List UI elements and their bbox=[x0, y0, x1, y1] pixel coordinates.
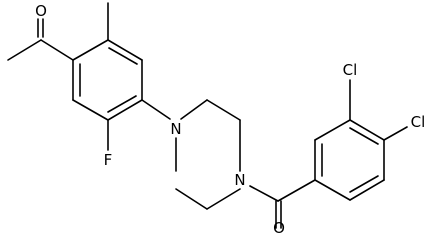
bond-n-carbonyl bbox=[249, 185, 279, 202]
bond-ring2-e bbox=[349, 179, 385, 201]
atom-label-n-amide: N bbox=[234, 171, 245, 189]
bond-ring2-b bbox=[314, 119, 351, 141]
bond-ring1-a bbox=[72, 39, 109, 61]
atom-label-f: F bbox=[104, 151, 113, 169]
atom-label-cl-meta: Cl bbox=[343, 61, 358, 79]
bond-ring2-c-inner bbox=[349, 127, 379, 145]
bond-ring2-e-inner bbox=[349, 175, 379, 193]
bond-pip-a bbox=[180, 99, 208, 120]
atom-label-n-aryl: N bbox=[170, 120, 181, 138]
bond-pip-e bbox=[175, 188, 208, 210]
bond-pip-b bbox=[206, 99, 241, 121]
atom-label-o-acetyl: O bbox=[35, 2, 47, 20]
bond-ring1-b bbox=[107, 39, 143, 61]
bond-ring2-c bbox=[349, 119, 385, 141]
atom-labels: O F N N Cl Cl O bbox=[35, 2, 425, 237]
bond-acetyl-methyl bbox=[7, 39, 42, 61]
bond-carbonyl-ring2 bbox=[277, 179, 316, 202]
bond-ring1-d bbox=[107, 99, 143, 121]
bond-pip-d bbox=[206, 188, 241, 210]
bonds bbox=[7, 2, 408, 229]
bond-ring-piperazine bbox=[141, 99, 171, 120]
bond-ring1-e bbox=[72, 99, 109, 121]
atom-label-o-amide: O bbox=[273, 219, 285, 237]
bond-ring2-chlorine-2 bbox=[383, 126, 408, 141]
bond-ring2-f bbox=[314, 179, 351, 201]
bond-acetyl-ring bbox=[40, 39, 74, 61]
atom-label-cl-para: Cl bbox=[411, 113, 426, 131]
bond-ring1-b-inner bbox=[108, 47, 138, 65]
bond-ring1-d-inner bbox=[107, 95, 137, 113]
